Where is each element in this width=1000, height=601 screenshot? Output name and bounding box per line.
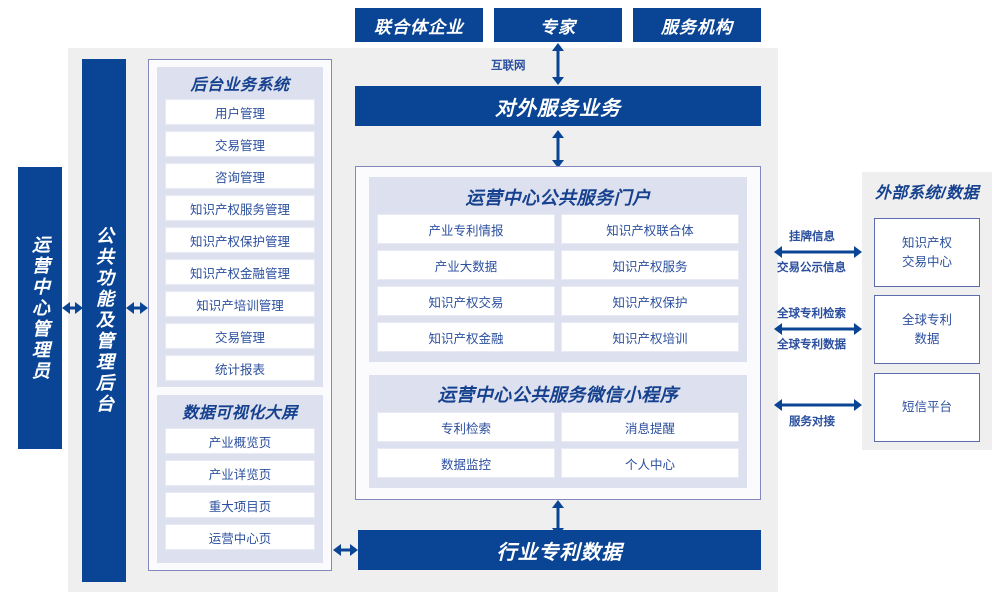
- visualization-item-0[interactable]: 产业概览页: [165, 428, 315, 454]
- miniprogram-title: 运营中心公共服务微信小程序: [369, 379, 747, 409]
- backoffice-item-3[interactable]: 知识产权服务管理: [165, 195, 315, 221]
- left-bar-label: 运营中心管理员: [30, 234, 50, 382]
- visualization-item-label: 重大项目页: [208, 499, 272, 514]
- backoffice-title: 后台业务系统: [157, 70, 323, 96]
- portal-item-4[interactable]: 知识产权交易: [377, 286, 555, 316]
- portal-item-7[interactable]: 知识产权培训: [561, 322, 739, 352]
- external-systems-title-text: 外部系统/数据: [875, 185, 979, 202]
- bottom-data-bar[interactable]: 行业专利数据: [358, 530, 761, 570]
- external-link-label-0-below: 交易公示信息: [777, 262, 846, 274]
- external-box-label-line2: 数据: [914, 331, 940, 346]
- portal-title: 运营中心公共服务门户: [369, 182, 747, 212]
- visualization-item-3[interactable]: 运营中心页: [165, 524, 315, 550]
- portal-item-6[interactable]: 知识产权金融: [377, 322, 555, 352]
- miniprogram-item-2[interactable]: 数据监控: [377, 448, 555, 478]
- portal-item-label: 产业专利情报: [428, 223, 504, 238]
- portal-item-label: 知识产权保护: [612, 295, 688, 310]
- external-link-label-0-above: 挂牌信息: [789, 231, 835, 243]
- left-bar-common-backend[interactable]: 公共功能及管理后台: [82, 59, 126, 582]
- portal-item-label: 知识产权金融: [428, 331, 504, 346]
- backoffice-item-2[interactable]: 咨询管理: [165, 163, 315, 189]
- external-box-label-line1: 全球专利: [901, 313, 952, 328]
- visualization-item-label: 产业详览页: [208, 467, 272, 482]
- external-box-2[interactable]: 短信平台: [874, 373, 980, 442]
- portal-item-label: 产业大数据: [434, 259, 498, 274]
- portal-item-label: 知识产权培训: [612, 331, 688, 346]
- visualization-item-1[interactable]: 产业详览页: [165, 460, 315, 486]
- portal-item-0[interactable]: 产业专利情报: [377, 214, 555, 244]
- top-actor-box-2[interactable]: 服务机构: [633, 8, 761, 42]
- portal-item-3[interactable]: 知识产权服务: [561, 250, 739, 280]
- top-actor-box-1[interactable]: 专家: [494, 8, 622, 42]
- backoffice-item-4[interactable]: 知识产权保护管理: [165, 227, 315, 253]
- visualization-item-label: 产业概览页: [208, 435, 272, 450]
- miniprogram-item-3[interactable]: 个人中心: [561, 448, 739, 478]
- backoffice-item-label: 交易管理: [214, 138, 265, 153]
- backoffice-item-5[interactable]: 知识产权金融管理: [165, 259, 315, 285]
- external-service-bar[interactable]: 对外服务业务: [355, 86, 761, 126]
- portal-item-1[interactable]: 知识产权联合体: [561, 214, 739, 244]
- external-service-bar-label: 对外服务业务: [495, 97, 621, 120]
- external-link-label-1-above: 全球专利检索: [777, 308, 846, 320]
- miniprogram-item-label: 个人中心: [624, 457, 675, 472]
- portal-item-2[interactable]: 产业大数据: [377, 250, 555, 280]
- external-box-label-line1: 短信平台: [901, 400, 952, 415]
- backoffice-item-label: 用户管理: [214, 106, 265, 121]
- backoffice-item-8[interactable]: 统计报表: [165, 355, 315, 381]
- external-box-label-line2: 交易中心: [901, 254, 952, 269]
- top-actor-box-0[interactable]: 联合体企业: [355, 8, 483, 42]
- internet-label: 互联网: [491, 60, 526, 72]
- portal-item-label: 知识产权服务: [612, 259, 688, 274]
- backoffice-item-7[interactable]: 交易管理: [165, 323, 315, 349]
- backoffice-title-text: 后台业务系统: [190, 77, 290, 94]
- backoffice-item-label: 知识产权金融管理: [189, 266, 290, 281]
- visualization-title-text: 数据可视化大屏: [182, 405, 298, 422]
- bottom-data-bar-label: 行业专利数据: [496, 541, 623, 564]
- external-link-label-1-below: 全球专利数据: [777, 339, 846, 351]
- backoffice-item-label: 知识产权服务管理: [189, 202, 290, 217]
- left-bar-operator[interactable]: 运营中心管理员: [18, 167, 62, 449]
- backoffice-item-1[interactable]: 交易管理: [165, 131, 315, 157]
- left-bar-label: 公共功能及管理后台: [94, 226, 114, 415]
- external-link-label-2-below: 服务对接: [789, 416, 835, 428]
- portal-item-label: 知识产权联合体: [606, 223, 694, 238]
- visualization-item-label: 运营中心页: [208, 531, 272, 546]
- external-systems-title: 外部系统/数据: [862, 176, 992, 206]
- miniprogram-item-1[interactable]: 消息提醒: [561, 412, 739, 442]
- top-actor-label: 联合体企业: [374, 17, 464, 37]
- external-box-1[interactable]: 全球专利 数据: [874, 295, 980, 364]
- backoffice-item-label: 统计报表: [214, 362, 265, 377]
- backoffice-item-label: 咨询管理: [214, 170, 265, 185]
- backoffice-item-0[interactable]: 用户管理: [165, 99, 315, 125]
- top-actor-label: 服务机构: [661, 17, 733, 37]
- miniprogram-item-label: 消息提醒: [624, 421, 675, 436]
- portal-title-text: 运营中心公共服务门户: [465, 188, 651, 208]
- backoffice-item-label: 知识产培训管理: [196, 298, 284, 313]
- visualization-item-2[interactable]: 重大项目页: [165, 492, 315, 518]
- portal-item-label: 知识产权交易: [428, 295, 504, 310]
- backoffice-item-6[interactable]: 知识产培训管理: [165, 291, 315, 317]
- backoffice-item-label: 交易管理: [214, 330, 265, 345]
- miniprogram-item-label: 专利检索: [440, 421, 491, 436]
- visualization-title: 数据可视化大屏: [157, 398, 323, 424]
- external-box-label-line1: 知识产权: [901, 236, 952, 251]
- portal-item-5[interactable]: 知识产权保护: [561, 286, 739, 316]
- top-actor-label: 专家: [540, 17, 576, 37]
- miniprogram-title-text: 运营中心公共服务微信小程序: [437, 385, 679, 405]
- backoffice-item-label: 知识产权保护管理: [189, 234, 290, 249]
- miniprogram-item-label: 数据监控: [440, 457, 491, 472]
- miniprogram-item-0[interactable]: 专利检索: [377, 412, 555, 442]
- external-box-0[interactable]: 知识产权 交易中心: [874, 218, 980, 287]
